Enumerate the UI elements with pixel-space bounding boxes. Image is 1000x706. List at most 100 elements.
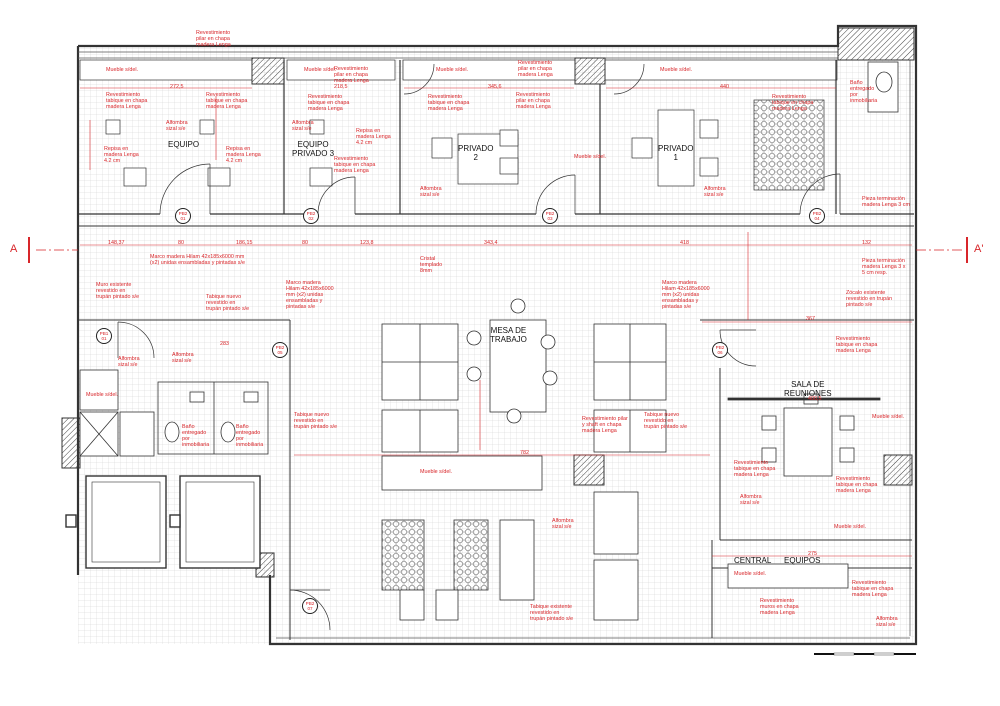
label-mueble-5: Mueble s/del.	[86, 392, 119, 398]
section-marker-a: A	[10, 243, 18, 255]
floor-grid-top	[78, 45, 838, 60]
label-revest-tabique-3: Revestimiento tabique en chapa madera Le…	[308, 94, 350, 112]
label-mueble-7: Mueble s/del.	[574, 154, 607, 160]
dim-3: 186,15	[236, 240, 253, 246]
label-revest-tabique-10: Revestimiento tabique en chapa madera Le…	[852, 580, 894, 598]
label-cristal: Cristal templado 8mm	[420, 256, 443, 274]
tag-pb2-01: PB2 01	[175, 208, 191, 224]
dim-4: 80	[302, 240, 308, 246]
office-furniture	[105, 99, 825, 191]
label-mueble-8: Mueble s/del.	[872, 414, 905, 420]
corridor	[77, 225, 914, 640]
bathrooms	[79, 61, 899, 457]
room-equipos: EQUIPOS	[784, 556, 821, 565]
label-revest-tabique-2: Revestimiento tabique en chapa madera Le…	[206, 92, 248, 110]
label-alfombra-5: Alfombra sizal s/e	[118, 356, 140, 368]
room-mesa-de-trabajo: MESA DE TRABAJO	[490, 326, 527, 344]
label-tabique-nuevo-2: Tabique nuevo revestido en trupán pintad…	[294, 412, 338, 430]
room-central: CENTRAL	[734, 556, 772, 565]
label-repisa-1: Repisa en madera Lenga 4.2 cm	[104, 146, 139, 164]
tag-pb1-01: PB1 01	[96, 328, 112, 344]
label-repisa-2: Repisa en madera Lenga 4.2 cm	[226, 146, 261, 164]
dim-9: 272,5	[170, 84, 184, 90]
tag-pb2-07: PB2 07	[302, 598, 318, 614]
dim-10: 218,5	[334, 84, 348, 90]
label-tabique-nuevo-3: Tabique nuevo revestido en trupán pintad…	[644, 412, 688, 430]
label-muro-existente: Muro existente revestido en trupán pinta…	[96, 282, 140, 300]
label-marco-hilam-2: Marco madera Hilam 42x185x6000 mm (x2) u…	[662, 280, 710, 310]
dim-6: 343,4	[484, 240, 498, 246]
label-revest-pilar-1: Revestimiento pilar en chapa madera Leng…	[196, 30, 231, 48]
workstations	[381, 319, 667, 621]
label-marco-hilam-1: Marco madera Hilam 42x185x6000 mm (x2) u…	[286, 280, 334, 310]
label-revest-tabique-6: Revestimiento tabique en chapa madera Le…	[334, 156, 376, 174]
dim-2: 80	[178, 240, 184, 246]
label-repisa-3: Repisa en madera Lenga 4.2 cm	[356, 128, 391, 146]
dim-5: 123,8	[360, 240, 374, 246]
label-revest-pilar-4: Revestimiento pilar en chapa madera Leng…	[516, 92, 551, 110]
label-alfombra-6: Alfombra sizal s/e	[172, 352, 194, 364]
door-swings	[117, 63, 841, 631]
label-alfombra-2: Alfombra sizal s/e	[292, 120, 314, 132]
label-alfombra-1: Alfombra sizal s/e	[166, 120, 188, 132]
section-marker-a-prime: A'	[974, 243, 984, 255]
tag-pb2-06: PB2 06	[712, 342, 728, 358]
office-partitions	[78, 60, 914, 215]
label-bano-2: Baño entregado por inmobiliaria	[236, 424, 264, 448]
label-alfombra-8: Alfombra sizal s/e	[740, 494, 762, 506]
label-marco-hilam-long: Marco madera Hilam 42x185x6000 mm (x2) u…	[150, 254, 245, 266]
dim-7: 418	[680, 240, 689, 246]
label-bano-1: Baño entregado por inmobiliaria	[182, 424, 210, 448]
tag-pb2-03: PB2 03	[542, 208, 558, 224]
label-mueble-10: Mueble s/del.	[734, 571, 767, 577]
label-mueble-1: Mueble s/del.	[106, 67, 139, 73]
meeting-room-furniture	[727, 393, 881, 589]
label-revest-tabique-5: Revestimiento tabique en chapa madera Le…	[772, 94, 814, 112]
elevators	[65, 475, 261, 569]
dim-12: 440	[720, 84, 729, 90]
label-tabique-nuevo-1: Tabique nuevo revestido en trupán pintad…	[206, 294, 250, 312]
dim-1: 148,37	[108, 240, 125, 246]
label-revest-tabique-1: Revestimiento tabique en chapa madera Le…	[106, 92, 148, 110]
dim-16: 275	[808, 551, 817, 557]
room-sala-de-reuniones: SALA DE REUNIONES	[784, 380, 832, 398]
label-mueble-3: Mueble s/del.	[436, 67, 469, 73]
tag-pb2-02: PB2 02	[303, 208, 319, 224]
dimension-lines	[80, 87, 912, 557]
label-revest-tabique-9: Revestimiento tabique en chapa madera Le…	[836, 476, 878, 494]
dim-11: 345,6	[488, 84, 502, 90]
label-zocalo: Zócalo existente revestido en trupán pin…	[846, 290, 893, 308]
label-alfombra-7: Alfombra sizal s/e	[552, 518, 574, 530]
room-equipo: EQUIPO	[168, 140, 200, 149]
label-revest-tabique-4: Revestimiento tabique en chapa madera Le…	[428, 94, 470, 112]
dim-8: 132	[862, 240, 871, 246]
label-pieza-terminacion-5: Pieza terminación madera Lenga 3 x 5 cm …	[862, 258, 906, 276]
label-alfombra-4: Alfombra sizal s/e	[704, 186, 726, 198]
section-marker-a-bar	[28, 237, 30, 263]
label-bano-3: Baño entregado por inmobiliaria	[850, 80, 878, 104]
dim-17: 400,5	[808, 396, 822, 402]
room-privado-2: PRIVADO 2	[458, 144, 494, 162]
label-revest-pilar-3: Revestimiento pilar en chapa madera Leng…	[518, 60, 553, 78]
label-revest-pilar-2: Revestimiento pilar en chapa madera Leng…	[334, 66, 369, 84]
label-alfombra-3: Alfombra sizal s/e	[420, 186, 442, 198]
label-revest-pilar-shaft: Revestimiento pilar y shaft en chapa mad…	[582, 416, 628, 434]
columns	[61, 27, 915, 578]
label-tabique-existente: Tabique existente revestido en trupán pi…	[530, 604, 574, 622]
label-revest-tabique-8: Revestimiento tabique en chapa madera Le…	[734, 460, 776, 478]
label-revest-muros: Revestimiento muros en chapa madera Leng…	[760, 598, 799, 616]
dim-15: 782	[520, 450, 529, 456]
room-equipo-privado-3: EQUIPO PRIVADO 3	[292, 140, 335, 158]
facade-lines	[78, 51, 911, 639]
label-mueble-4: Mueble s/del.	[660, 67, 693, 73]
label-mueble-6: Mueble s/del.	[420, 469, 453, 475]
section-marker-a-prime-bar	[966, 237, 968, 263]
label-pieza-terminacion-3: Pieza terminación madera Lenga 3 cm	[862, 196, 910, 208]
label-mueble-2: Mueble s/del.	[304, 67, 337, 73]
label-mueble-9: Mueble s/del.	[834, 524, 867, 530]
chairs	[466, 298, 558, 424]
tag-pb2-04: PB2 04	[809, 208, 825, 224]
label-revest-tabique-7: Revestimiento tabique en chapa madera Le…	[836, 336, 878, 354]
room-privado-1: PRIVADO 1	[658, 144, 694, 162]
